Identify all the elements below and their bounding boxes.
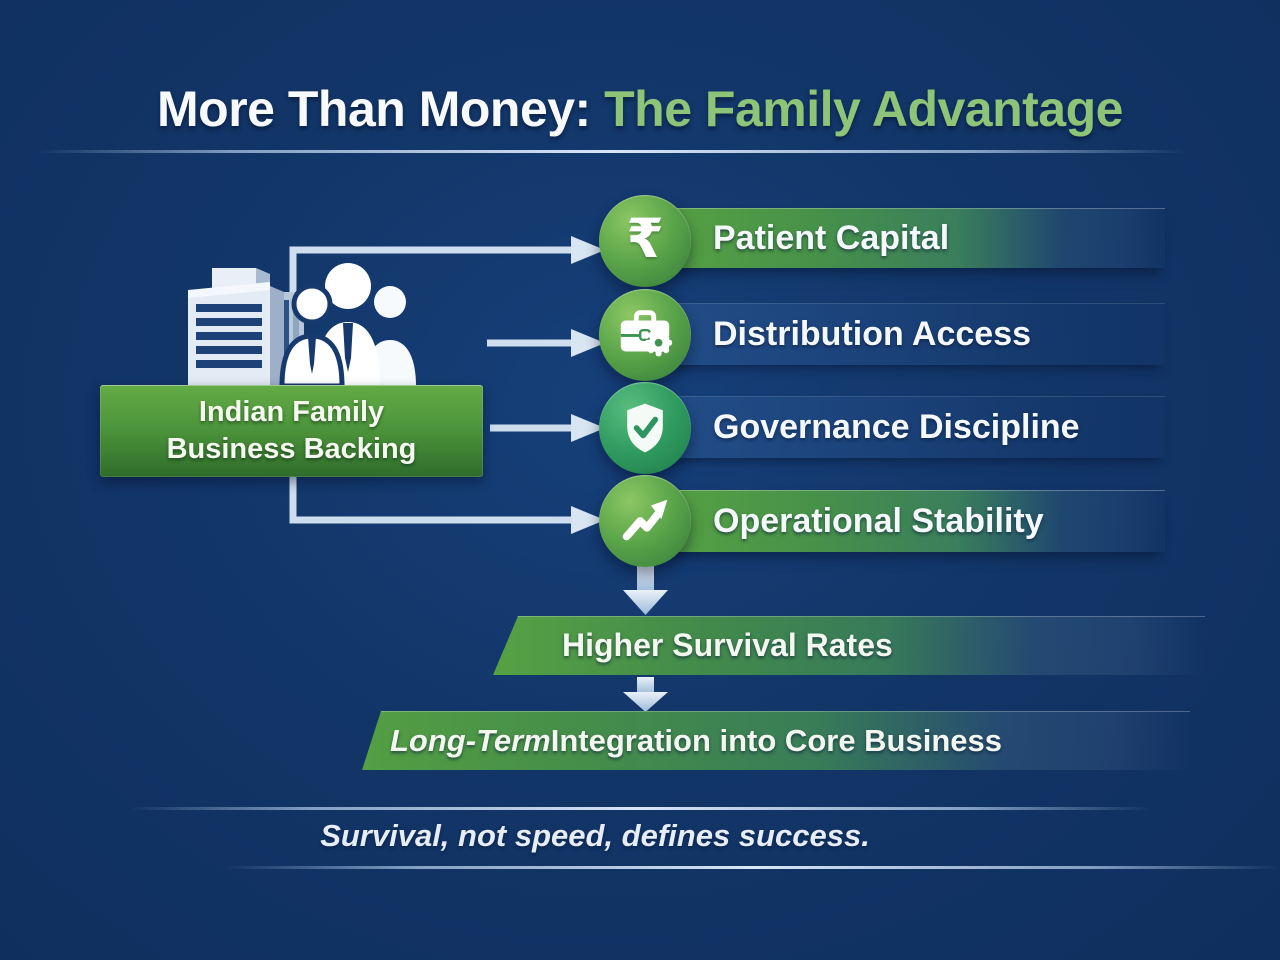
icon-circle-4 [599, 475, 691, 567]
icon-circle-1: ₹ [599, 195, 691, 287]
banner-longterm-integration: Long-Term Integration into Core Business [362, 711, 1190, 770]
advantage-label: Distribution Access [713, 314, 1032, 353]
footer-quote: Survival, not speed, defines success. [320, 818, 870, 853]
icon-circle-2 [599, 289, 691, 381]
title-white-part: More Than Money: [157, 81, 591, 137]
down-arrow-head-1 [623, 590, 668, 615]
advantage-bar-patient-capital: Patient Capital [645, 208, 1165, 268]
down-arrow-head-2 [623, 692, 668, 712]
briefcase-gear-icon [620, 310, 673, 357]
icon-circle-3 [599, 382, 691, 474]
building-people-icon [188, 263, 416, 388]
arrow-heads [571, 236, 605, 534]
trend-up-icon [622, 499, 668, 541]
advantage-bar-governance-discipline: Governance Discipline [645, 396, 1165, 458]
source-box: Indian Family Business Backing [100, 385, 483, 477]
down-arrow-shaft-1 [637, 566, 654, 592]
title-divider [36, 150, 1186, 153]
down-arrow-shaft-2 [637, 677, 654, 694]
advantage-label: Operational Stability [713, 501, 1044, 540]
advantage-bar-operational-stability: Operational Stability [645, 490, 1165, 552]
page-title: More Than Money: The Family Advantage [0, 80, 1280, 138]
title-green-part: The Family Advantage [604, 81, 1123, 137]
banner-higher-survival-rates: Higher Survival Rates [493, 616, 1205, 675]
rupee-icon: ₹ [626, 207, 664, 270]
source-box-line1: Indian Family [198, 396, 385, 428]
banner2-italic-part: Long-Term [390, 722, 551, 758]
source-box-line2: Business Backing [166, 433, 417, 465]
quote-divider-top [130, 807, 1150, 810]
banner1-label: Higher Survival Rates [562, 627, 893, 663]
down-arrows [623, 566, 668, 712]
advantage-bar-distribution-access: Distribution Access [645, 303, 1165, 365]
quote-divider-bottom [225, 866, 1280, 869]
shield-check-icon [627, 403, 663, 453]
advantage-label: Patient Capital [713, 218, 950, 257]
advantage-label: Governance Discipline [713, 407, 1080, 446]
banner2-rest-part: Integration into Core Business [550, 722, 1003, 758]
